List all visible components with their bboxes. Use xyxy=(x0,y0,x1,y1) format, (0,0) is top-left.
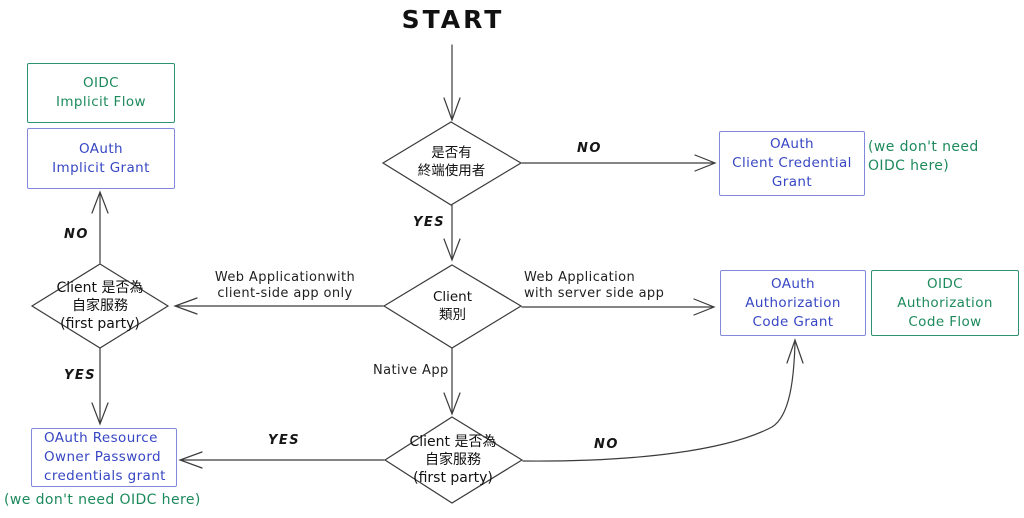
box-line: OAuth Resource xyxy=(44,430,158,446)
box-line: OAuth xyxy=(769,136,815,152)
box-line: Implicit Grant xyxy=(52,159,150,176)
edge-yes-to-ropc xyxy=(91,347,109,426)
box-line: OAuth xyxy=(770,275,816,292)
edge-label-line: with server side app xyxy=(524,286,665,301)
box-line: OIDC xyxy=(926,275,964,292)
edge-label-yes-top: YES xyxy=(413,215,446,230)
box-line: Owner Password xyxy=(44,449,162,465)
edge-label-line: Web Applicationwith xyxy=(214,270,356,285)
box-oauth-resource-owner-password: OAuth Resource Owner Password credential… xyxy=(31,428,177,487)
box-line: credentials grant xyxy=(44,468,166,484)
edge-label-server-side: Web Application with server side app xyxy=(524,270,684,302)
box-line: Authorization xyxy=(745,294,841,311)
box-line: Authorization xyxy=(897,294,993,311)
box-line: Grant xyxy=(771,174,813,190)
diamond-line: (first party) xyxy=(60,316,140,332)
box-line: Code Grant xyxy=(752,313,834,330)
note-line: (we don't need xyxy=(868,139,979,155)
box-line: Implicit Flow xyxy=(56,94,146,110)
diamond-first-party-left-text: Client 是否為 自家服務 (first party) xyxy=(20,279,180,333)
diamond-line: 類別 xyxy=(439,307,466,323)
edge-label-yes-bottom: YES xyxy=(268,433,301,448)
start-label: START xyxy=(401,5,505,34)
diamond-line: Client 是否為 xyxy=(409,434,497,450)
box-line: Code Flow xyxy=(908,313,982,330)
edge-label-no-bottom: NO xyxy=(594,437,619,452)
diamond-line: (first party) xyxy=(413,470,493,486)
box-oauth-authorization-code-grant: OAuth Authorization Code Grant xyxy=(720,270,866,336)
note-line: OIDC here) xyxy=(868,158,950,174)
edge-native-to-firstparty xyxy=(443,347,461,416)
edge-yes-to-client-type xyxy=(443,204,461,262)
diamond-line: 自家服務 xyxy=(72,298,128,314)
diamond-line: Client xyxy=(432,289,473,305)
edge-serverside-to-authcode xyxy=(521,298,716,316)
edge-no-to-client-cred xyxy=(521,154,717,172)
box-line: OIDC xyxy=(82,75,120,91)
edge-start-to-enduser xyxy=(443,44,461,122)
box-oauth-implicit-grant: OAuth Implicit Grant xyxy=(27,128,175,189)
edge-label-line: Web Application xyxy=(524,270,636,285)
note-no-oidc-bottom: (we don't need OIDC here) xyxy=(4,492,201,508)
box-oidc-implicit-flow: OIDC Implicit Flow xyxy=(27,63,175,123)
box-oauth-client-credential-grant: OAuth Client Credential Grant xyxy=(719,131,865,196)
edge-label-no-left: NO xyxy=(64,227,89,242)
edge-label-client-side: Web Applicationwith client-side app only xyxy=(210,270,360,302)
box-oidc-authorization-code-flow: OIDC Authorization Code Flow xyxy=(871,270,1019,336)
diamond-first-party-native-text: Client 是否為 自家服務 (first party) xyxy=(373,433,533,487)
edge-label-native-app: Native App xyxy=(373,363,449,378)
diamond-line: 終端使用者 xyxy=(417,163,486,179)
edge-clientside-to-firstparty xyxy=(173,297,384,315)
edge-label-no-top: NO xyxy=(577,141,602,156)
diamond-has-end-user xyxy=(381,121,523,206)
box-line: OAuth xyxy=(78,140,124,157)
edge-no-native-to-authcode xyxy=(522,338,804,462)
box-line: Client Credential xyxy=(732,155,852,171)
diamond-has-end-user-text: 是否有 終端使用者 xyxy=(383,144,520,180)
edge-no-to-implicit xyxy=(91,190,109,264)
edge-label-line: client-side app only xyxy=(217,286,353,301)
diamond-line: 自家服務 xyxy=(425,452,481,468)
edge-yes-native-to-ropc xyxy=(178,451,385,469)
diamond-line: Client 是否為 xyxy=(56,280,144,296)
note-no-oidc-right: (we don't need OIDC here) xyxy=(868,138,979,176)
diamond-first-party-left xyxy=(30,263,170,349)
edge-label-yes-left: YES xyxy=(64,368,97,383)
diamond-client-type xyxy=(382,264,523,349)
diamond-client-type-text: Client 類別 xyxy=(384,288,521,324)
diamond-line: 是否有 xyxy=(431,145,472,161)
diamond-first-party-native xyxy=(383,416,524,504)
